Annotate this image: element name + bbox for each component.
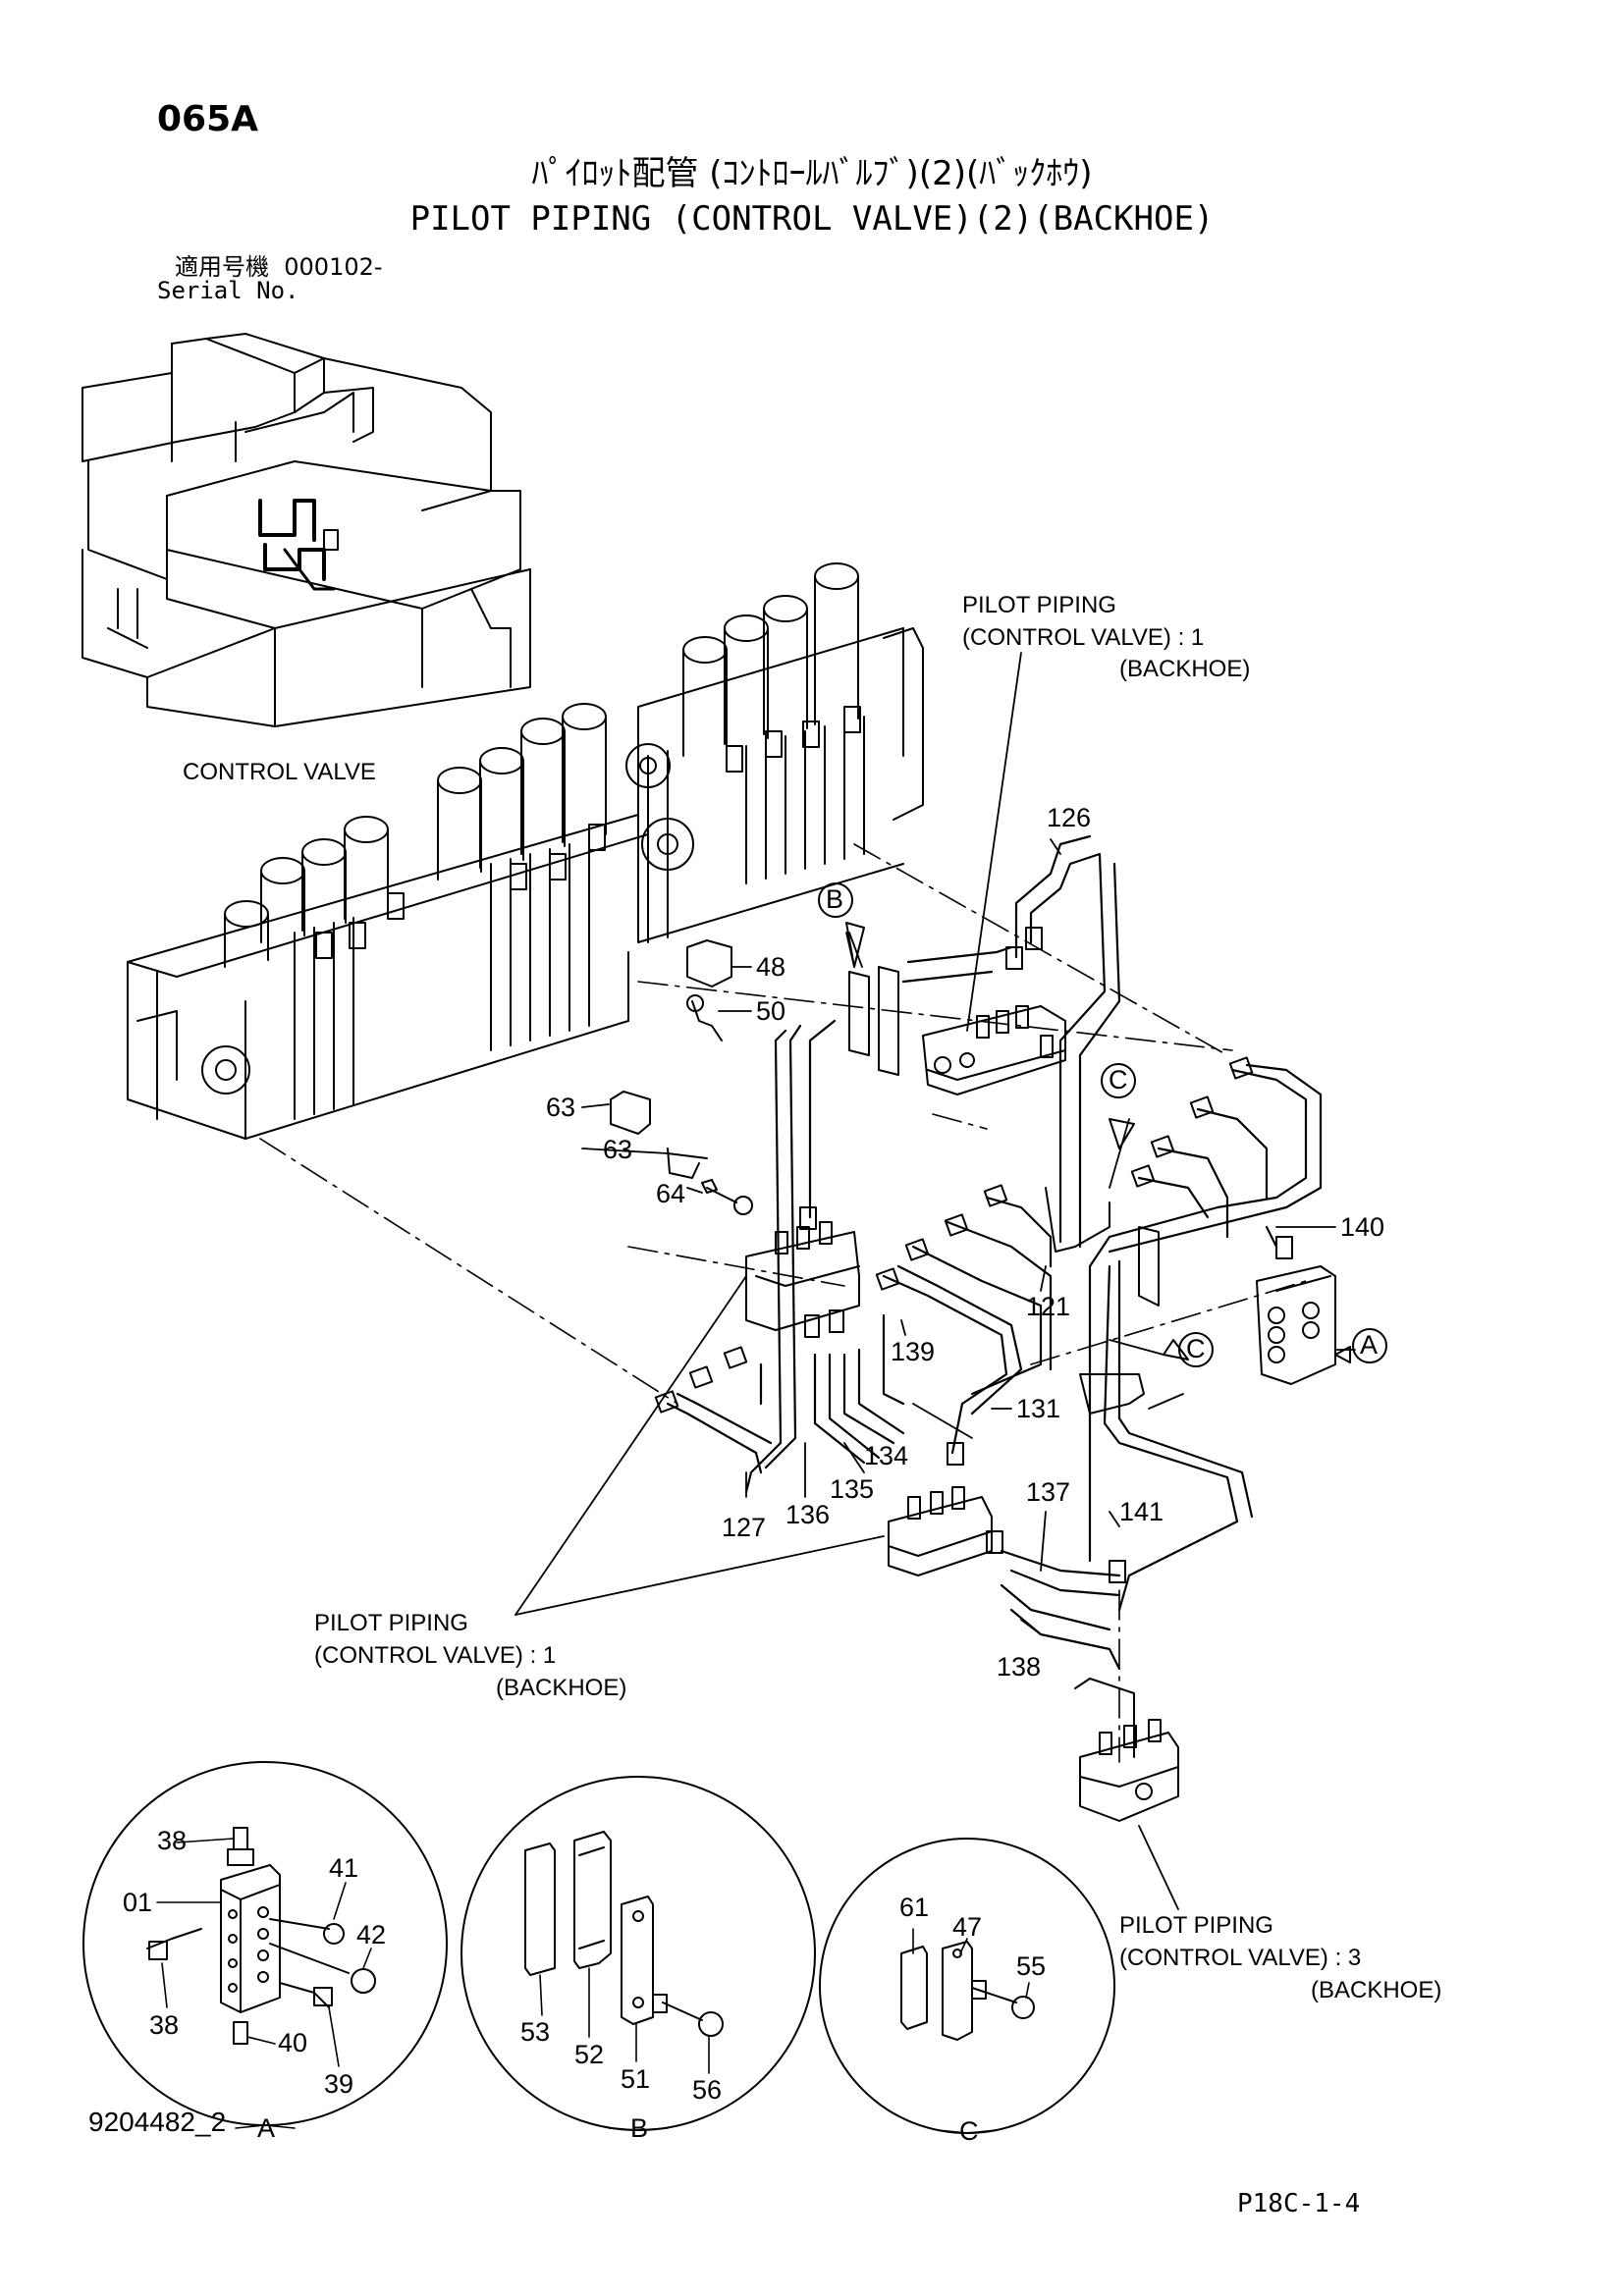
detail-b-callout-51: 51 <box>621 2064 651 2094</box>
callout-126: 126 <box>1047 803 1092 832</box>
detail-a-callout-40: 40 <box>278 2028 308 2057</box>
detail-a-callout-38-top: 38 <box>157 1826 188 1855</box>
pilot-pipes <box>666 834 1323 1671</box>
callout-127: 127 <box>722 1513 767 1542</box>
detail-a-callout-42: 42 <box>356 1920 387 1949</box>
ref-left-line-3: (BACKHOE) <box>496 1675 627 1701</box>
detail-circle-c <box>819 1838 1115 2134</box>
callout-138: 138 <box>997 1652 1042 1682</box>
callout-141: 141 <box>1119 1497 1164 1526</box>
title-english: PILOT PIPING (CONTROL VALVE)(2)(BACKHOE) <box>409 199 1215 239</box>
callout-121: 121 <box>1026 1292 1071 1321</box>
ref-top-line-3: (BACKHOE) <box>1119 656 1251 682</box>
detail-b-callout-53: 53 <box>520 2017 551 2047</box>
document-id: 9204482_2 <box>88 2107 227 2137</box>
detail-b-label: B <box>630 2113 649 2143</box>
detail-a-callout-01: 01 <box>123 1888 153 1917</box>
callout-64: 64 <box>656 1179 686 1208</box>
clamps <box>610 939 1160 1415</box>
detail-circle-a <box>82 1761 448 2129</box>
callout-134: 134 <box>864 1441 909 1470</box>
control-valve-bank <box>127 562 924 1140</box>
ref-top-line-1: PILOT PIPING <box>962 592 1116 618</box>
callout-136: 136 <box>785 1500 831 1529</box>
detail-c-callout-55: 55 <box>1016 1951 1047 1981</box>
detail-a-label: A <box>257 2113 276 2143</box>
callout-131: 131 <box>1016 1394 1061 1423</box>
title-japanese: ﾊﾟｲﾛｯﾄ配管 (ｺﾝﾄﾛｰﾙﾊﾞﾙﾌﾞ)(2)(ﾊﾞｯｸﾎｳ) <box>531 154 1093 193</box>
marker-c-upper: C <box>1109 1065 1128 1095</box>
marker-b: B <box>826 884 844 914</box>
control-valve-label: CONTROL VALVE <box>183 759 376 785</box>
machine-overview <box>81 333 531 727</box>
detail-c-callout-61: 61 <box>899 1893 930 1922</box>
detail-c-label: C <box>959 2116 979 2146</box>
detail-a-callout-39: 39 <box>324 2069 354 2099</box>
callout-137: 137 <box>1026 1477 1071 1507</box>
serial-label-japanese: 適用号機 000102- <box>175 253 383 281</box>
callout-139: 139 <box>891 1337 936 1366</box>
ref-left-line-1: PILOT PIPING <box>314 1610 468 1636</box>
marker-circles <box>818 882 1387 1367</box>
guide-lines <box>259 843 1307 1763</box>
ref-right-line-1: PILOT PIPING <box>1119 1912 1273 1939</box>
marker-a: A <box>1360 1330 1379 1360</box>
ref-right-line-2: (CONTROL VALVE) : 3 <box>1119 1945 1362 1971</box>
serial-label-english: Serial No. <box>157 277 299 304</box>
callout-63-upper: 63 <box>546 1093 576 1122</box>
detail-circle-b <box>460 1776 816 2131</box>
callout-48: 48 <box>756 952 786 982</box>
ref-right-line-3: (BACKHOE) <box>1311 1977 1442 2003</box>
detail-c-callout-47: 47 <box>952 1912 983 1942</box>
callout-50: 50 <box>756 996 786 1026</box>
detail-a-callout-38-bottom: 38 <box>149 2010 180 2040</box>
marker-c-lower: C <box>1186 1334 1206 1363</box>
callout-63-lower: 63 <box>603 1135 633 1164</box>
sheet-id: P18C-1-4 <box>1237 2189 1361 2218</box>
detail-b-callout-56: 56 <box>692 2075 723 2105</box>
marker-brackets <box>845 922 1351 1363</box>
pipe-nuts <box>654 927 1293 1583</box>
callout-135: 135 <box>830 1474 875 1504</box>
ref-top-line-2: (CONTROL VALVE) : 1 <box>962 624 1205 651</box>
page-code: 065A <box>157 99 259 139</box>
detail-b-callout-52: 52 <box>574 2040 605 2069</box>
ref-left-line-2: (CONTROL VALVE) : 1 <box>314 1642 557 1669</box>
callout-140: 140 <box>1340 1212 1385 1242</box>
valve-blocks <box>745 1005 1336 1822</box>
leader-lines <box>514 652 1356 1910</box>
detail-a-callout-41: 41 <box>329 1853 359 1883</box>
